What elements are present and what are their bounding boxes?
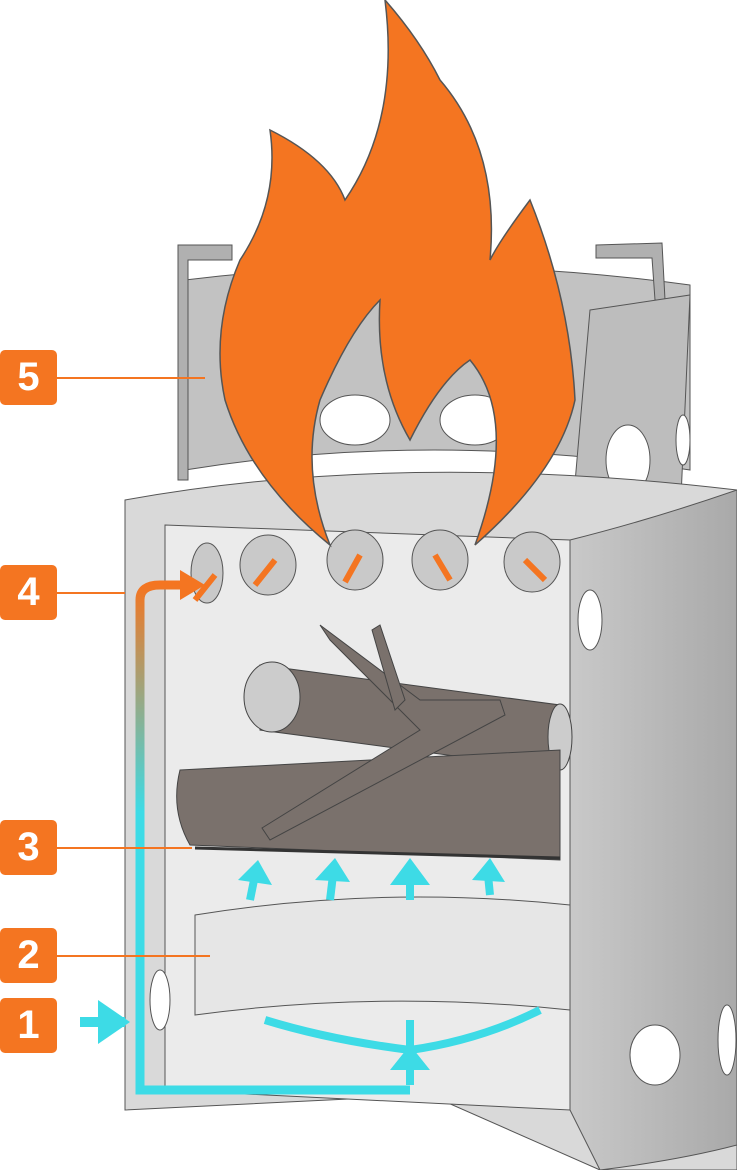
leader-line-3 xyxy=(57,847,192,849)
leader-line-2 xyxy=(57,955,210,957)
label-badge-1: 1 xyxy=(0,998,57,1053)
label-number: 5 xyxy=(17,355,40,399)
label-badge-2: 2 xyxy=(0,928,57,983)
airflow-arrows xyxy=(80,553,548,1095)
leader-line-4 xyxy=(57,592,125,594)
label-number: 4 xyxy=(17,570,40,614)
label-badge-4: 4 xyxy=(0,565,57,620)
label-number: 2 xyxy=(17,933,40,977)
stove-body xyxy=(124,471,737,1170)
flame xyxy=(219,0,576,548)
wood-logs xyxy=(176,624,573,861)
label-number: 3 xyxy=(17,825,40,869)
leader-line-5 xyxy=(57,377,205,379)
label-number: 1 xyxy=(17,1003,40,1047)
label-badge-3: 3 xyxy=(0,820,57,875)
ash-pan xyxy=(194,896,571,1016)
label-badge-5: 5 xyxy=(0,350,57,405)
